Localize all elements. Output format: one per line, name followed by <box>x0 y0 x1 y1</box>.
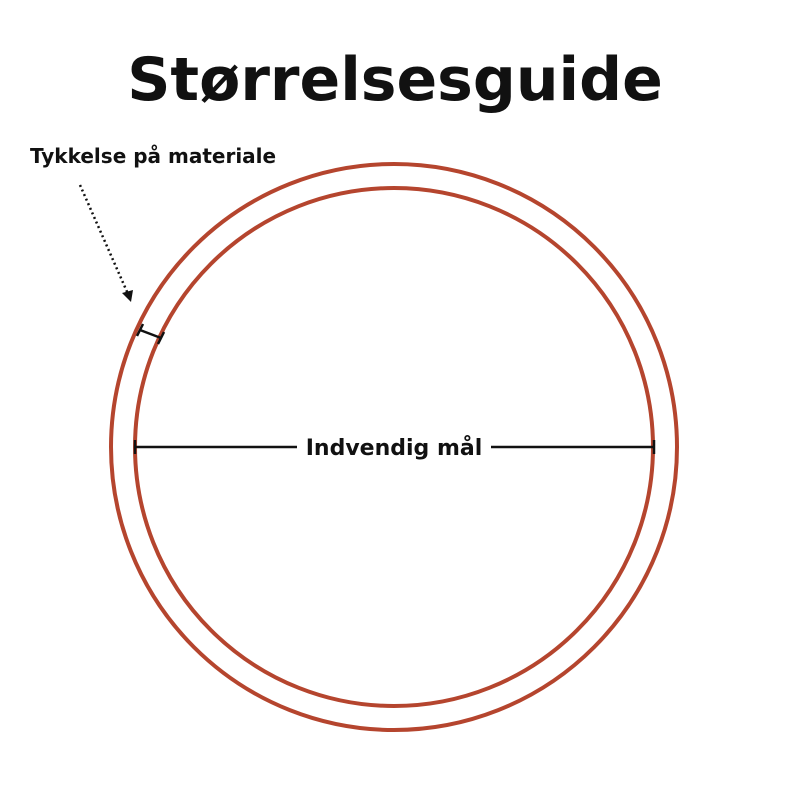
thickness-arrow-line <box>78 184 130 295</box>
thickness-marker-cap-inner <box>156 331 166 345</box>
outer-ring <box>109 162 679 732</box>
thickness-marker-cap-outer <box>135 323 145 337</box>
thickness-label: Tykkelse på materiale <box>30 144 277 168</box>
inner-measure-label: Indvendig mål <box>306 435 483 461</box>
thickness-arrow-head <box>122 290 133 302</box>
thickness-marker <box>139 328 162 340</box>
page-title: Størrelsesguide <box>127 45 663 115</box>
